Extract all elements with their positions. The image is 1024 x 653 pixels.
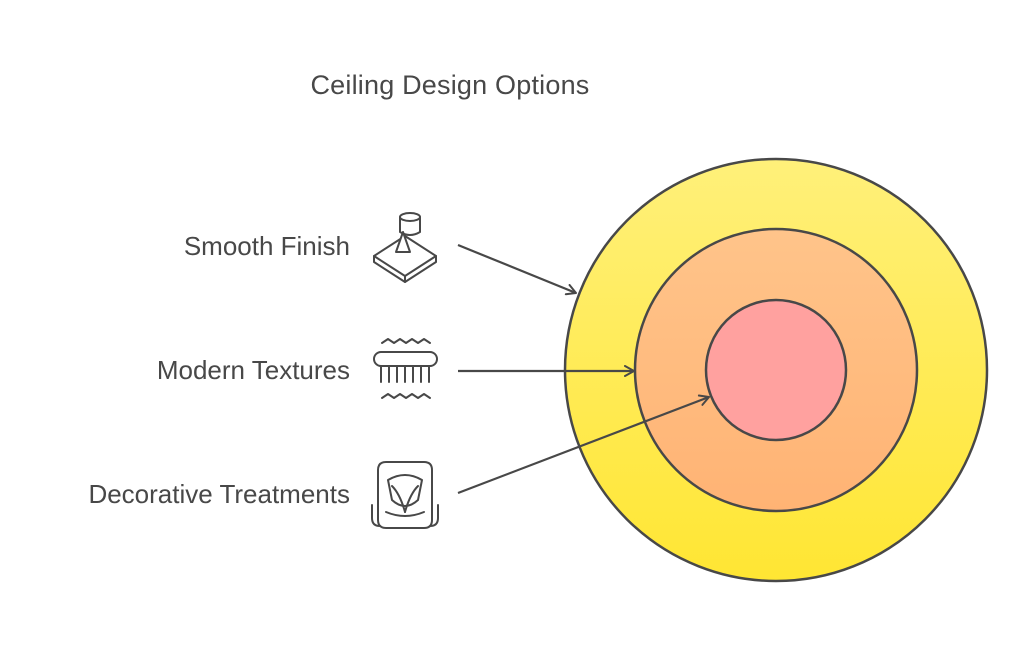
label-decorative-treatments: Decorative Treatments xyxy=(88,479,350,509)
sander-icon xyxy=(373,212,437,283)
diagram-title: Ceiling Design Options xyxy=(310,70,590,100)
arrow-decorative-treatments xyxy=(457,394,710,495)
ornament-medallion-icon xyxy=(371,461,439,529)
arrow-smooth-finish xyxy=(457,243,577,296)
label-modern-textures: Modern Textures xyxy=(156,355,350,385)
label-smooth-finish: Smooth Finish xyxy=(183,231,350,261)
inner-circle xyxy=(704,298,848,442)
texture-roller-icon xyxy=(373,338,438,399)
